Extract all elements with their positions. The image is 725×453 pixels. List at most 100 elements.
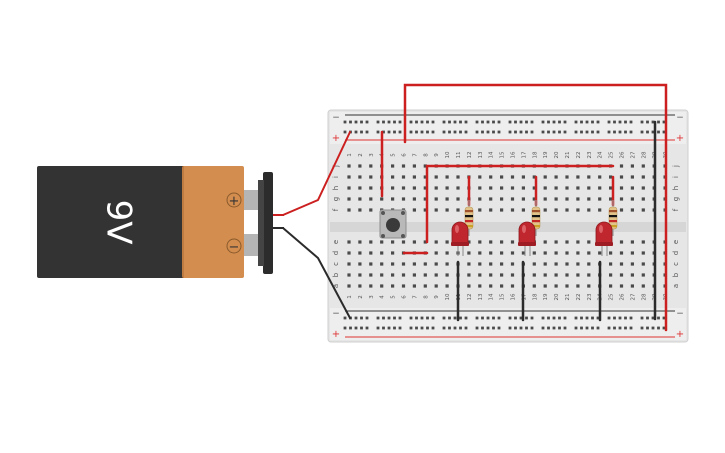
- rail-hole: [646, 130, 649, 134]
- rail-hole: [651, 130, 655, 134]
- rail-hole: [349, 120, 352, 124]
- rail-hole: [475, 130, 479, 134]
- breadboard-hole: [587, 273, 591, 277]
- rail-label-top-minus-right: −: [676, 113, 684, 123]
- breadboard-hole: [391, 186, 395, 190]
- breadboard-hole: [619, 251, 624, 255]
- breadboard-hole: [434, 186, 438, 190]
- column-number: 21: [565, 152, 571, 159]
- breadboard-hole: [500, 208, 504, 212]
- breadboard-hole: [510, 262, 515, 266]
- rail-hole: [558, 326, 561, 330]
- breadboard-hole: [510, 175, 515, 179]
- breadboard-hole: [598, 208, 602, 212]
- rail-hole: [514, 326, 517, 330]
- column-number: 7: [412, 295, 418, 299]
- breadboard-hole: [565, 186, 569, 190]
- breadboard-hole: [543, 251, 547, 255]
- breadboard-hole: [510, 197, 515, 201]
- breadboard-hole: [489, 273, 493, 277]
- row-letter: j: [672, 165, 680, 168]
- column-number: 1: [347, 153, 353, 157]
- rail-hole: [442, 326, 446, 330]
- breadboard-hole: [641, 208, 645, 212]
- row-letter: c: [672, 262, 680, 266]
- column-number: 2: [358, 295, 364, 299]
- column-number: 4: [380, 295, 386, 299]
- breadboard-hole: [543, 284, 547, 288]
- rail-hole: [530, 130, 534, 134]
- rail-hole: [624, 316, 627, 320]
- rail-hole: [613, 120, 616, 124]
- breadboard-hole: [521, 186, 525, 190]
- rail-hole: [574, 120, 578, 124]
- breadboard-hole: [456, 208, 460, 212]
- rail-hole: [492, 326, 495, 330]
- rail-hole: [558, 120, 561, 124]
- breadboard-hole: [609, 273, 613, 277]
- column-number: 17: [521, 151, 527, 158]
- column-number: 19: [543, 151, 549, 158]
- rail-hole: [525, 316, 528, 320]
- rail-hole: [382, 130, 385, 134]
- rail-hole: [618, 130, 622, 134]
- rail-hole: [492, 316, 495, 320]
- rail-hole: [558, 130, 561, 134]
- breadboard-hole: [619, 284, 624, 288]
- rail-hole: [541, 326, 545, 330]
- column-number: 5: [391, 153, 397, 157]
- rail-hole: [525, 130, 528, 134]
- row-letter: j: [332, 165, 340, 168]
- rail-hole: [481, 316, 484, 320]
- breadboard-hole: [532, 251, 536, 255]
- breadboard-hole: [467, 240, 471, 244]
- rail-hole: [629, 130, 633, 134]
- breadboard-hole: [423, 208, 427, 212]
- rail-hole: [365, 120, 369, 124]
- rail-hole: [360, 130, 363, 134]
- breadboard-hole: [521, 197, 525, 201]
- rail-hole: [393, 120, 396, 124]
- rail-hole: [657, 120, 660, 124]
- rail-hole: [409, 326, 413, 330]
- breadboard-hole: [380, 197, 384, 201]
- rail-hole: [409, 316, 413, 320]
- breadboard-hole: [358, 186, 362, 190]
- led: [451, 221, 469, 256]
- row-letter: f: [332, 208, 340, 211]
- breadboard-hole: [630, 273, 634, 277]
- rail-hole: [415, 120, 418, 124]
- breadboard-hole: [423, 262, 427, 266]
- breadboard-hole: [456, 186, 460, 190]
- breadboard-hole: [423, 164, 427, 168]
- breadboard-hole: [489, 197, 493, 201]
- wire-feed-to-resistors: [425, 164, 615, 244]
- column-number: 25: [609, 151, 615, 158]
- breadboard-hole: [445, 175, 449, 179]
- breadboard-hole: [423, 273, 427, 277]
- breadboard-hole: [412, 197, 416, 201]
- rail-hole: [629, 316, 633, 320]
- breadboard-hole: [576, 251, 580, 255]
- rail-label-bottom-plus-left: +: [332, 329, 340, 340]
- rail-hole: [662, 130, 666, 134]
- breadboard-hole: [489, 208, 493, 212]
- row-letter: e: [672, 240, 680, 244]
- rail-hole: [486, 120, 490, 124]
- breadboard-hole: [576, 208, 580, 212]
- rail-hole: [624, 130, 627, 134]
- breadboard-hole: [500, 186, 504, 190]
- rail-hole: [508, 326, 512, 330]
- breadboard-hole: [619, 186, 624, 190]
- column-number: 1: [347, 295, 353, 299]
- rail-hole: [426, 120, 429, 124]
- led: [595, 221, 613, 256]
- column-number: 21: [565, 294, 571, 301]
- rail-hole: [475, 316, 479, 320]
- column-number: 22: [576, 152, 582, 159]
- breadboard-hole: [598, 251, 602, 255]
- breadboard-hole: [380, 262, 384, 266]
- top-rail-area: [330, 112, 686, 144]
- rail-label-bottom-minus-left: −: [332, 309, 340, 319]
- battery-terminal-negative: [244, 234, 260, 256]
